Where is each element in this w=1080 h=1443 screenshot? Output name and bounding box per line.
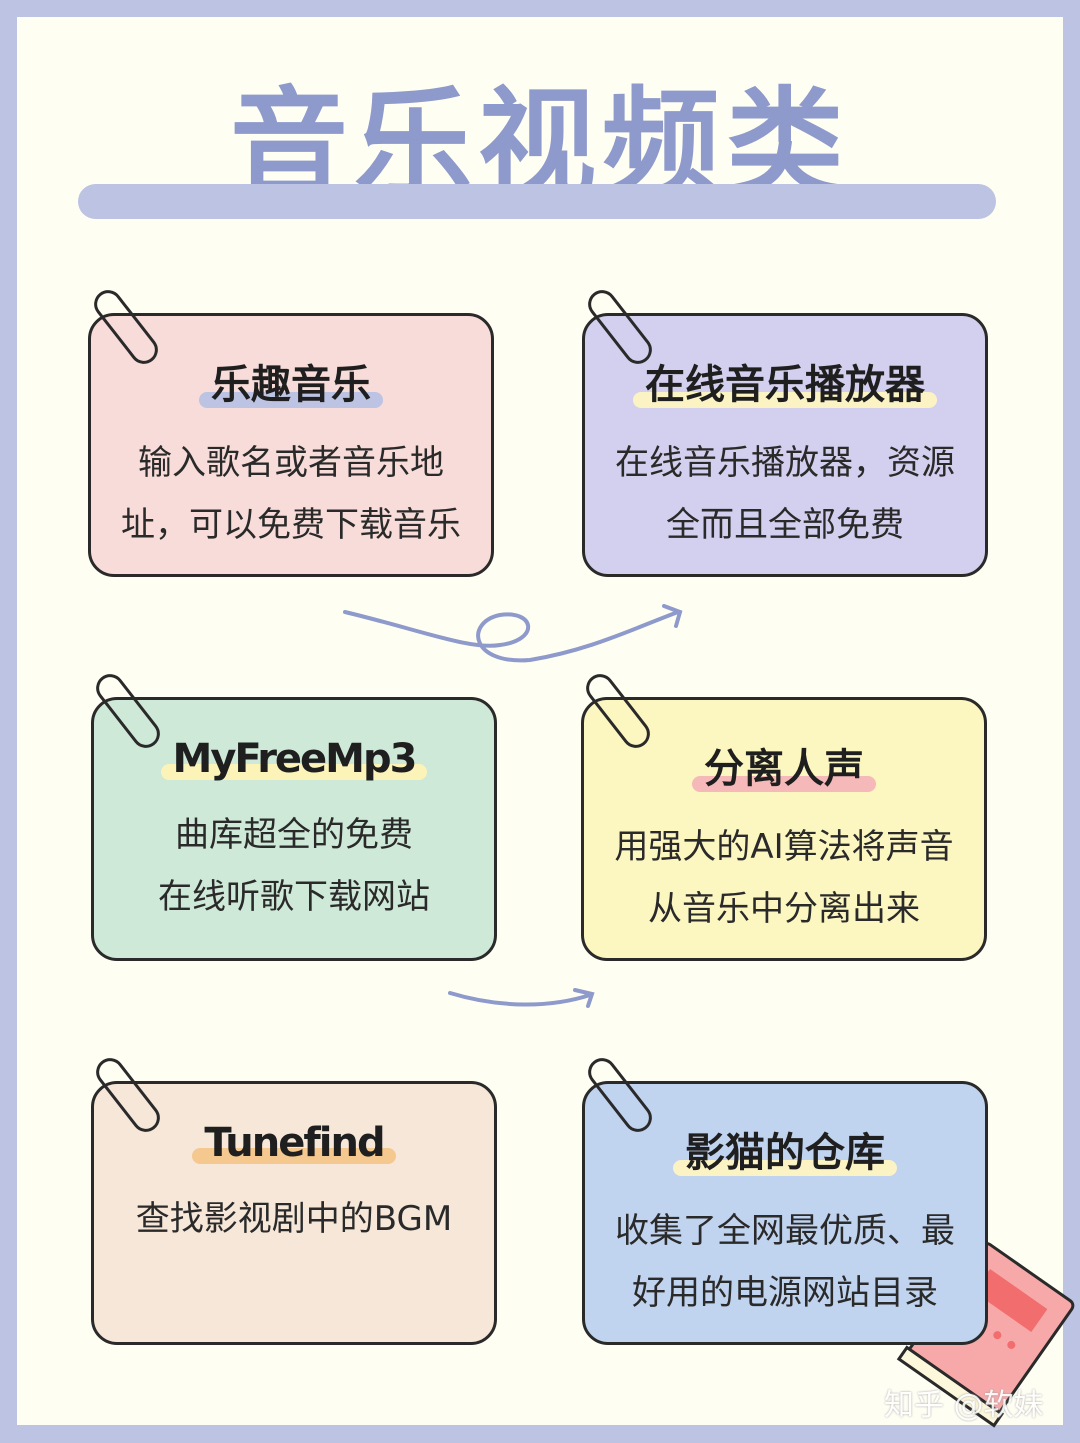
card-desc-line: 在线听歌下载网站	[158, 877, 430, 917]
card-desc-line: 查找影视剧中的BGM	[135, 1199, 453, 1239]
card-desc-line: 从音乐中分离出来	[648, 889, 920, 929]
card-vocal-separation: 分离人声 用强大的AI算法将声音从音乐中分离出来	[581, 697, 987, 961]
card-desc-line: 好用的电源网站目录	[632, 1273, 938, 1313]
card-online-player: 在线音乐播放器 在线音乐播放器，资源全而且全部免费	[582, 313, 988, 577]
card-title: MyFreeMp3	[172, 736, 418, 782]
card-yingmao-warehouse: 影猫的仓库 收集了全网最优质、最好用的电源网站目录	[582, 1081, 988, 1345]
card-desc-line: 收集了全网最优质、最	[615, 1211, 955, 1251]
card-desc-line: 址，可以免费下载音乐	[121, 505, 461, 545]
card-title: 影猫的仓库	[685, 1130, 885, 1176]
card-tunefind: Tunefind 查找影视剧中的BGM	[91, 1081, 497, 1345]
book-icon	[896, 1241, 1075, 1428]
card-desc-line: 输入歌名或者音乐地	[138, 443, 444, 483]
loop-arrow-icon	[343, 604, 683, 663]
card-desc-line: 全而且全部免费	[666, 505, 904, 545]
card-title: 分离人声	[704, 746, 864, 792]
card-title: Tunefind	[204, 1120, 385, 1166]
card-desc-line: 用强大的AI算法将声音	[614, 827, 954, 867]
card-title: 在线音乐播放器	[645, 362, 925, 408]
watermark: 知乎 @软妹	[884, 1388, 1044, 1423]
title-underline	[78, 184, 996, 219]
card-title: 乐趣音乐	[211, 362, 371, 408]
card-lequ-music: 乐趣音乐 输入歌名或者音乐地址，可以免费下载音乐	[88, 313, 494, 577]
card-desc-line: 曲库超全的免费	[175, 815, 413, 855]
curve-arrow-icon	[448, 988, 595, 1008]
card-desc-line: 在线音乐播放器，资源	[615, 443, 955, 483]
card-myfreemp3: MyFreeMp3 曲库超全的免费在线听歌下载网站	[91, 697, 497, 961]
